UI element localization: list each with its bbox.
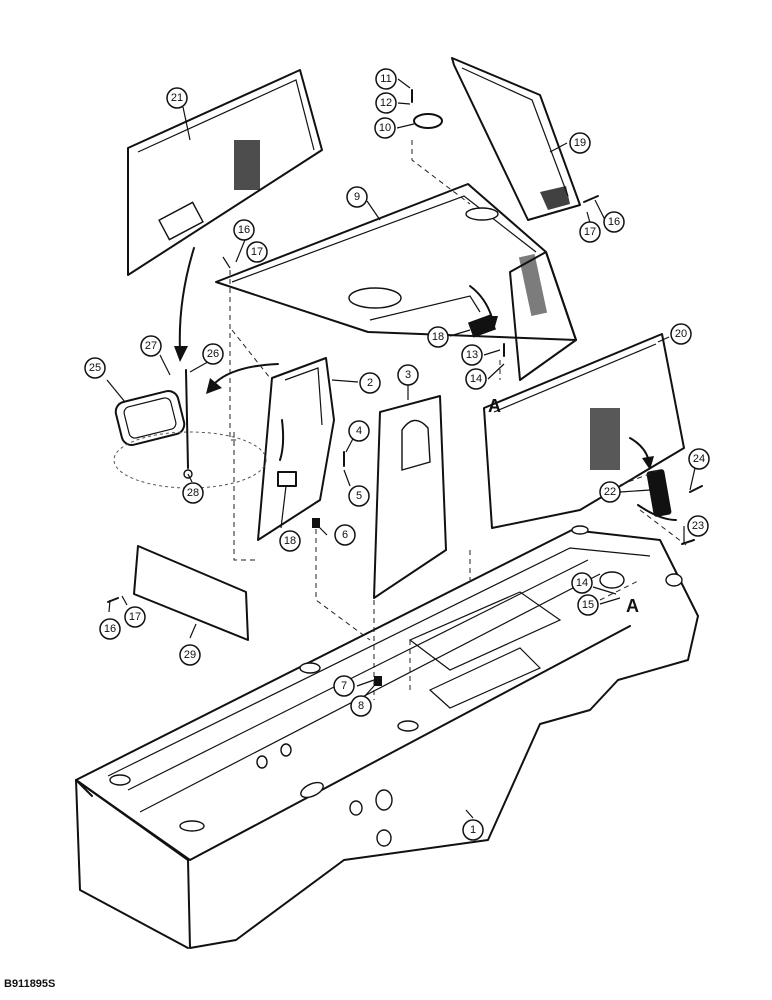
callout-1: 1 [462, 819, 484, 841]
callout-26: 26 [202, 343, 224, 365]
svg-text:24: 24 [693, 453, 705, 465]
callout-8: 8 [350, 695, 372, 717]
main-frame-1 [75, 525, 699, 949]
callout-17-upper-right: 17 [579, 221, 601, 243]
svg-text:3: 3 [405, 369, 411, 381]
svg-text:26: 26 [207, 348, 219, 360]
callout-9: 9 [346, 186, 368, 208]
svg-text:27: 27 [145, 340, 157, 352]
callout-19: 19 [569, 132, 591, 154]
svg-text:25: 25 [89, 362, 101, 374]
callout-7: 7 [333, 675, 355, 697]
cap-10 [413, 113, 443, 129]
svg-text:17: 17 [251, 246, 263, 258]
callout-2: 2 [359, 372, 381, 394]
callout-16-upper-right: 16 [603, 211, 625, 233]
svg-text:20: 20 [675, 328, 687, 340]
svg-text:6: 6 [342, 529, 348, 541]
callout-5: 5 [348, 485, 370, 507]
svg-text:18: 18 [284, 535, 296, 547]
svg-text:14: 14 [470, 373, 482, 385]
svg-text:17: 17 [129, 611, 141, 623]
svg-text:10: 10 [379, 122, 391, 134]
callout-15: 15 [577, 594, 599, 616]
svg-text:14: 14 [576, 577, 588, 589]
callout-12: 12 [375, 92, 397, 114]
svg-text:7: 7 [341, 680, 347, 692]
hood-9 [215, 183, 577, 381]
fasteners [107, 89, 703, 686]
view-marker-a-left: A [488, 396, 501, 416]
callout-3: 3 [397, 364, 419, 386]
svg-text:5: 5 [356, 490, 362, 502]
svg-text:8: 8 [358, 700, 364, 712]
svg-text:16: 16 [608, 216, 620, 228]
callout-14-lower: 14 [571, 572, 593, 594]
callout-21: 21 [166, 87, 188, 109]
callout-28: 28 [182, 482, 204, 504]
svg-text:22: 22 [604, 486, 616, 498]
svg-text:4: 4 [356, 425, 362, 437]
callout-22: 22 [599, 481, 621, 503]
svg-text:21: 21 [171, 92, 183, 104]
svg-text:9: 9 [354, 191, 360, 203]
callout-14-upper: 14 [465, 368, 487, 390]
callout-27: 27 [140, 335, 162, 357]
svg-text:15: 15 [582, 599, 594, 611]
svg-text:28: 28 [187, 487, 199, 499]
svg-text:18: 18 [432, 331, 444, 343]
svg-text:11: 11 [380, 73, 391, 85]
callout-4: 4 [348, 420, 370, 442]
view-marker-a-right: A [626, 596, 639, 616]
figure-code: B911895S [4, 978, 56, 990]
side-panel-20 [483, 333, 685, 529]
callout-11: 11 [375, 68, 397, 90]
callout-13: 13 [461, 344, 483, 366]
callout-24: 24 [688, 448, 710, 470]
side-panel-19 [451, 57, 581, 221]
svg-text:13: 13 [466, 349, 478, 361]
svg-text:16: 16 [104, 623, 116, 635]
svg-text:29: 29 [184, 649, 196, 661]
callout-23: 23 [687, 515, 709, 537]
callout-17-upper-left: 17 [246, 241, 268, 263]
svg-text:12: 12 [380, 97, 392, 109]
svg-text:1: 1 [470, 824, 476, 836]
bottom-panel-29 [133, 545, 249, 641]
callout-10: 10 [374, 117, 396, 139]
svg-text:23: 23 [692, 520, 704, 532]
center-panel-3 [373, 395, 447, 599]
callout-16-lower: 16 [99, 618, 121, 640]
callout-6: 6 [334, 524, 356, 546]
callout-25: 25 [84, 357, 106, 379]
latch-22 [637, 469, 677, 521]
svg-text:16: 16 [238, 224, 250, 236]
callout-leaders [106, 78, 696, 819]
callout-17-lower: 17 [124, 606, 146, 628]
svg-text:2: 2 [367, 377, 373, 389]
side-panel-21 [127, 69, 323, 276]
callout-16-upper-left: 16 [233, 219, 255, 241]
support-bracket-2 [257, 357, 335, 541]
callout-18-lower: 18 [279, 530, 301, 552]
callout-18-upper: 18 [427, 326, 449, 348]
svg-text:17: 17 [584, 226, 596, 238]
callout-29: 29 [179, 644, 201, 666]
callout-20: 20 [670, 323, 692, 345]
svg-text:19: 19 [574, 137, 586, 149]
